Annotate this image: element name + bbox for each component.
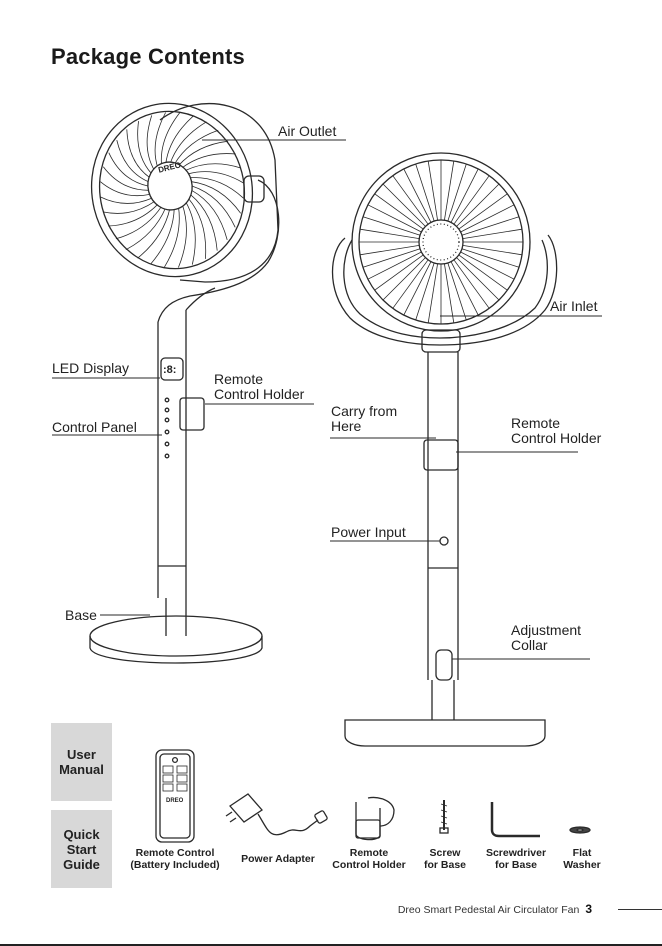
label-remote-holder-right: Remote Control Holder xyxy=(511,415,602,446)
footer-rule xyxy=(618,909,662,910)
leader-lines xyxy=(52,139,602,660)
label-control-panel: Control Panel xyxy=(52,419,137,435)
accessory-label-remote-control: Remote Control (Battery Included) xyxy=(130,847,220,871)
quick-start-guide-card: Quick Start Guide xyxy=(51,810,112,888)
label-adjustment-collar: Adjustment Collar xyxy=(511,622,582,653)
accessory-label-flat-washer: Flat Washer xyxy=(563,847,601,871)
label-air-inlet: Air Inlet xyxy=(550,298,598,314)
label-air-outlet: Air Outlet xyxy=(278,123,337,139)
accessory-label-screw: Screw for Base xyxy=(423,847,466,871)
label-base: Base xyxy=(65,607,97,623)
accessory-label-power-adapter: Power Adapter xyxy=(241,853,315,865)
right-fan-drawing xyxy=(331,152,558,747)
page-title: Package Contents xyxy=(51,44,245,69)
page-number: 3 xyxy=(585,902,592,916)
footer-product-name: Dreo Smart Pedestal Air Circulator Fan xyxy=(397,904,580,916)
accessory-label-screwdriver: Screwdriver for Base xyxy=(485,847,547,871)
accessory-label-remote-holder: Remote Control Holder xyxy=(332,847,406,871)
label-led-display: LED Display xyxy=(52,360,130,376)
label-carry-from-here: Carry from Here xyxy=(331,403,398,434)
bottom-rule xyxy=(0,944,662,946)
user-manual-card: User Manual xyxy=(51,723,112,801)
page-footer: Dreo Smart Pedestal Air Circulator Fan 3 xyxy=(398,902,592,916)
led-display-digits: :8: xyxy=(163,364,177,376)
label-power-input: Power Input xyxy=(331,524,406,540)
remote-logo: DREO xyxy=(166,798,184,804)
accessory-drawings xyxy=(155,749,591,843)
label-remote-holder-left: Remote Control Holder xyxy=(214,371,305,402)
left-fan-drawing xyxy=(89,102,280,664)
